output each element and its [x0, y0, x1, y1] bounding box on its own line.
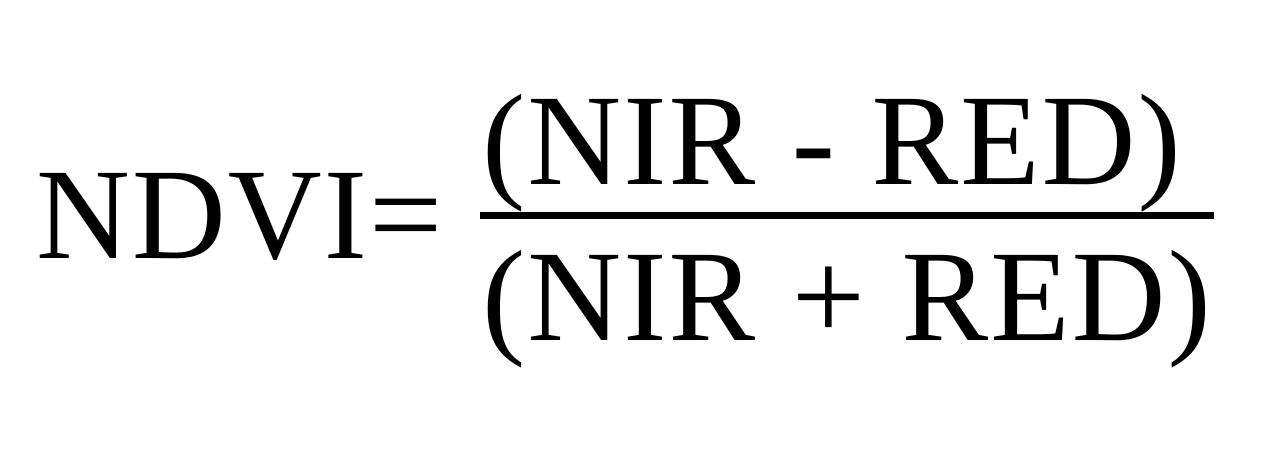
formula-lhs: NDVI= [36, 143, 445, 287]
formula-numerator: (NIR - RED) [482, 69, 1183, 213]
formula-denominator: (NIR + RED) [482, 225, 1213, 369]
fraction-bar [480, 212, 1214, 219]
